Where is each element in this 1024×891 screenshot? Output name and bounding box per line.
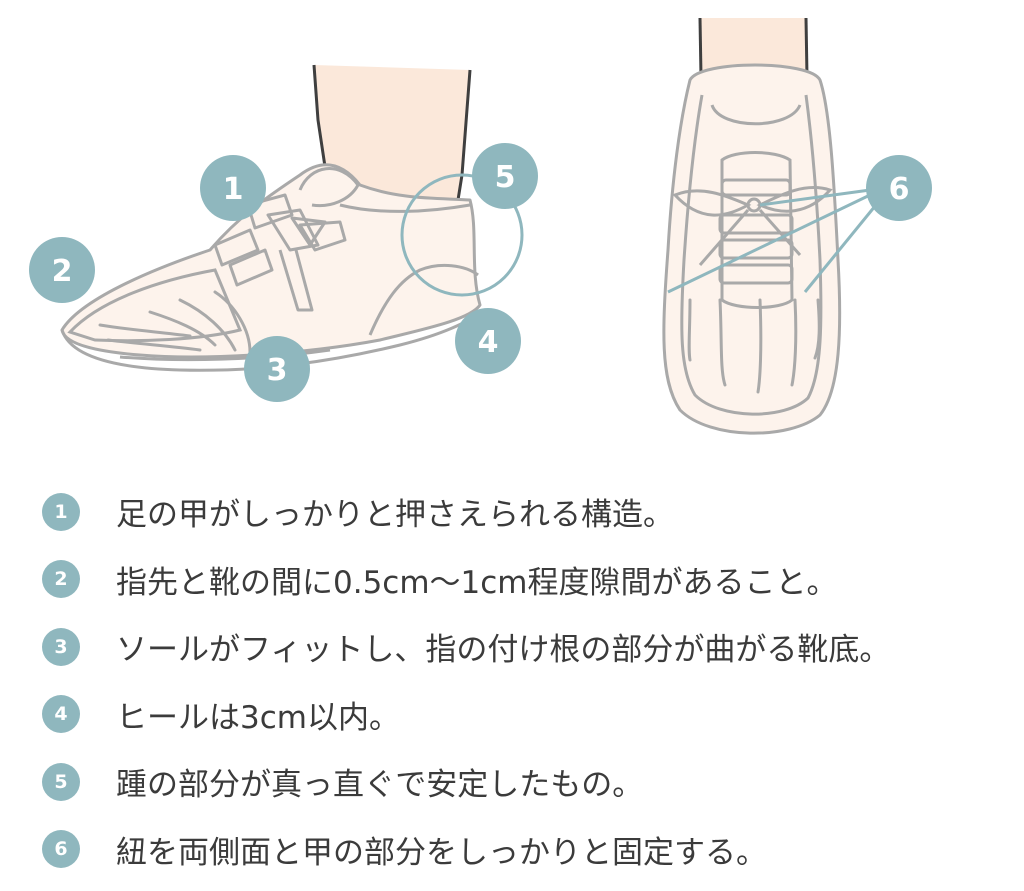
side-leg <box>314 65 470 205</box>
callout-6: 6 <box>866 155 932 221</box>
legend-badge: 5 <box>42 762 80 801</box>
legend-item-6: 6 紐を両側面と甲の部分をしっかりと固定する。 <box>42 816 1017 884</box>
legend-badge: 4 <box>42 695 80 734</box>
heel-highlight-circle <box>400 173 524 297</box>
svg-text:5: 5 <box>495 160 516 195</box>
legend-item-5: 5 踵の部分が真っ直ぐで安定したもの。 <box>42 748 1017 816</box>
shoe-fit-diagram: 1 2 3 4 5 6 <box>29 17 932 435</box>
legend-text: 紐を両側面と甲の部分をしっかりと固定する。 <box>116 834 767 871</box>
legend-badge: 6 <box>42 830 80 869</box>
top-view-shoe <box>662 17 882 435</box>
side-laces <box>213 193 347 312</box>
svg-text:1: 1 <box>223 172 244 207</box>
svg-text:2: 2 <box>52 254 73 289</box>
legend-item-1: 1 足の甲がしっかりと押さえられる構造。 <box>42 478 1017 546</box>
top-tongue <box>720 151 794 309</box>
callout-2: 2 <box>29 237 95 303</box>
legend-list: 1 足の甲がしっかりと押さえられる構造。 2 指先と靴の間に0.5cm〜1cm程… <box>42 478 1017 883</box>
legend-item-3: 3 ソールがフィットし、指の付け根の部分が曲がる靴底。 <box>42 613 1017 681</box>
side-view-shoe <box>60 64 524 372</box>
callout-4: 4 <box>455 308 521 374</box>
legend-item-4: 4 ヒールは3cm以内。 <box>42 681 1017 749</box>
svg-text:6: 6 <box>889 172 910 207</box>
callout-1: 1 <box>200 155 266 221</box>
callout-3: 3 <box>244 336 310 402</box>
svg-text:3: 3 <box>267 353 288 388</box>
legend-text: ソールがフィットし、指の付け根の部分が曲がる靴底。 <box>116 632 891 669</box>
legend-text: ヒールは3cm以内。 <box>116 699 400 736</box>
legend-text: 踵の部分が真っ直ぐで安定したもの。 <box>116 767 644 804</box>
svg-text:4: 4 <box>478 325 499 360</box>
legend-item-2: 2 指先と靴の間に0.5cm〜1cm程度隙間があること。 <box>42 546 1017 614</box>
legend-badge: 2 <box>42 560 80 599</box>
callout-5: 5 <box>472 143 538 209</box>
legend-text: 指先と靴の間に0.5cm〜1cm程度隙間があること。 <box>116 564 838 601</box>
legend-badge: 1 <box>42 492 80 531</box>
side-shoe-upper <box>60 163 482 359</box>
legend-badge: 3 <box>42 627 80 666</box>
callout-6-pointers <box>667 188 882 294</box>
top-toes <box>687 298 821 394</box>
legend-text: 足の甲がしっかりと押さえられる構造。 <box>116 497 674 534</box>
